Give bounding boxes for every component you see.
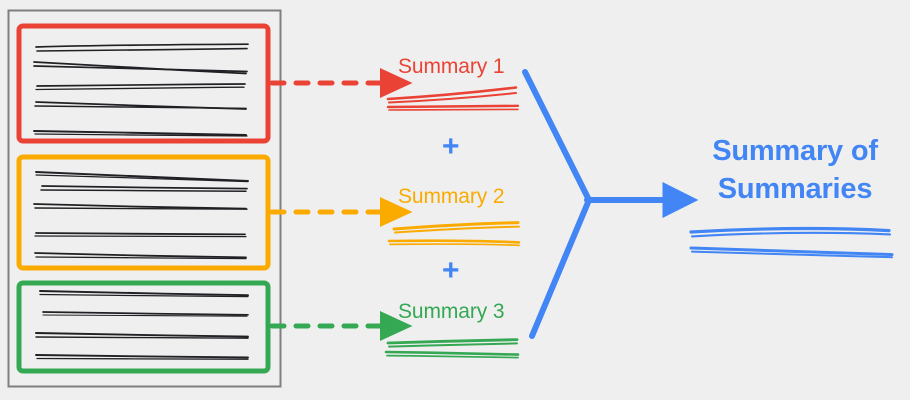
summary-2-underline [387, 221, 521, 247]
section-box-3[interactable] [16, 280, 271, 374]
section-3-text-lines [35, 290, 249, 360]
summary-1-label[interactable]: Summary 1 [398, 55, 505, 78]
summary-3-underline [384, 338, 520, 359]
section-1-text-lines [33, 43, 249, 137]
section-box-1[interactable] [16, 23, 271, 144]
merge-branch-bottom [529, 197, 592, 339]
final-output-underline [689, 226, 894, 259]
merge-branch-top [522, 69, 592, 203]
summary-2-label[interactable]: Summary 2 [398, 185, 505, 208]
plus-operator-2: + [442, 254, 460, 287]
merge-arrow [522, 69, 699, 339]
plus-operator-1: + [442, 130, 460, 163]
summary-1-underline [386, 86, 520, 111]
final-output-line-1[interactable]: Summary of [712, 135, 878, 167]
section-box-2[interactable] [16, 154, 271, 271]
document-frame [7, 9, 282, 388]
final-output-line-2[interactable]: Summaries [717, 173, 873, 205]
summary-3-label[interactable]: Summary 3 [398, 300, 505, 323]
section-2-text-lines [33, 171, 249, 260]
